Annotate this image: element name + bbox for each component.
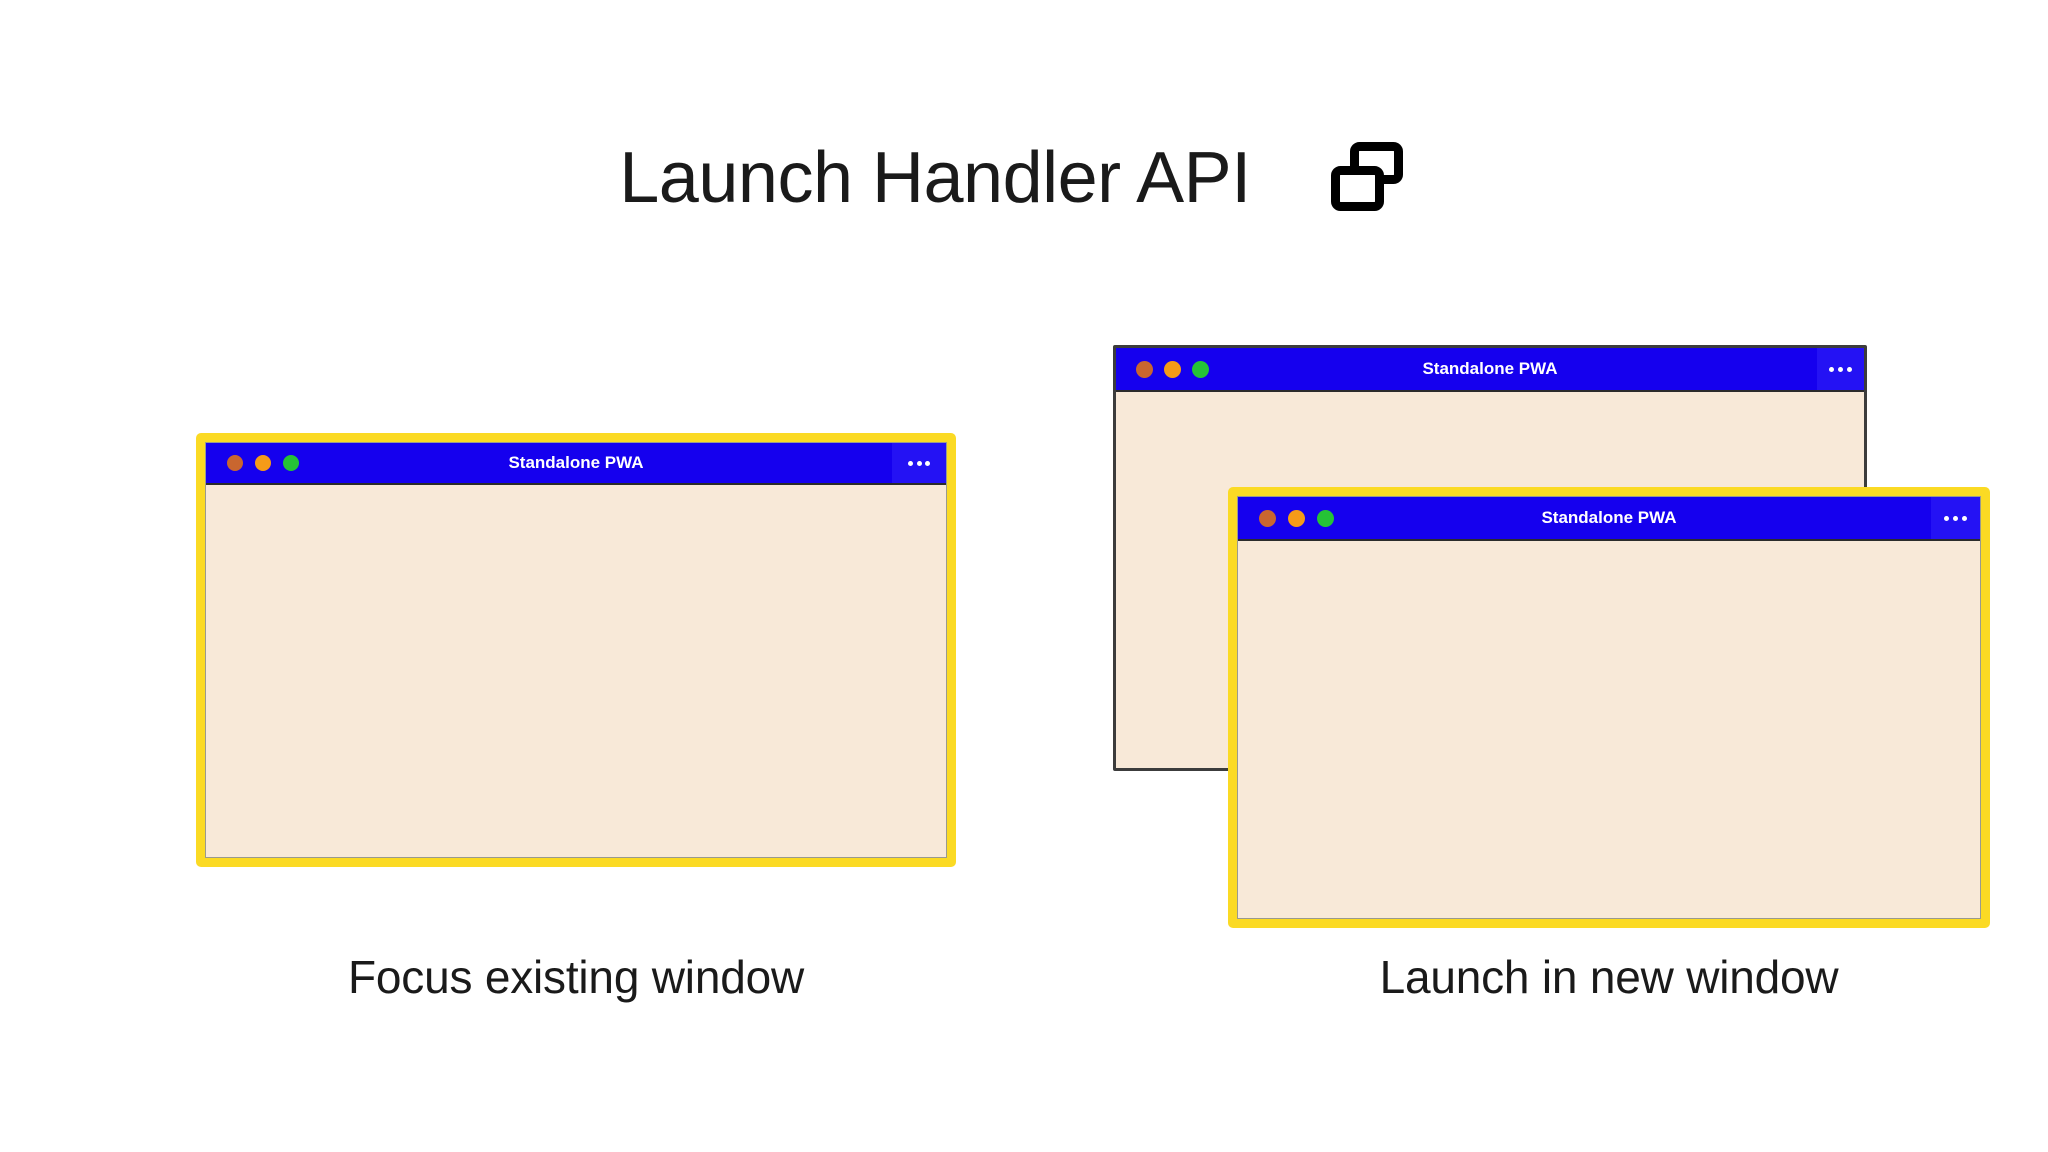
two-windows-icon-svg (1330, 142, 1403, 211)
pwa-window-new-foreground[interactable]: Standalone PWA (1228, 487, 1990, 928)
menu-dot-2 (1953, 515, 1958, 521)
window-content-area (1238, 541, 1980, 918)
close-window-button[interactable] (1136, 360, 1153, 378)
menu-dot-3 (925, 460, 931, 466)
two-windows-icon (1329, 140, 1405, 216)
menu-dot-3 (1846, 366, 1852, 372)
window-inner: Standalone PWA (1237, 496, 1981, 919)
overflow-menu-icon[interactable] (1817, 348, 1864, 390)
maximize-window-button[interactable] (1317, 509, 1334, 527)
menu-dot-1 (1829, 366, 1835, 372)
overflow-menu-icon[interactable] (1931, 497, 1980, 539)
caption-focus-existing-window: Focus existing window (347, 951, 804, 1003)
close-window-button[interactable] (227, 455, 243, 471)
traffic-lights (1136, 360, 1209, 378)
minimize-window-button[interactable] (1164, 360, 1181, 378)
menu-dot-3 (1961, 515, 1967, 521)
traffic-lights (1259, 509, 1334, 527)
page-header: Launch Handler API (0, 118, 2048, 238)
maximize-window-button[interactable] (283, 455, 299, 471)
window-titlebar[interactable]: Standalone PWA (206, 443, 946, 485)
caption-launch-in-new-window: Launch in new window (1379, 951, 1839, 1003)
close-window-button[interactable] (1259, 509, 1276, 527)
window-title: Standalone PWA (1541, 508, 1677, 527)
window-title: Standalone PWA (508, 453, 644, 472)
window-titlebar[interactable]: Standalone PWA (1238, 497, 1980, 541)
menu-dot-2 (916, 460, 922, 466)
pwa-window-focus-existing[interactable]: Standalone PWA (196, 433, 956, 867)
menu-dot-1 (907, 460, 913, 466)
maximize-window-button[interactable] (1192, 360, 1209, 378)
window-titlebar[interactable]: Standalone PWA (1116, 348, 1864, 392)
window-content-area (206, 485, 946, 857)
minimize-window-button[interactable] (1288, 509, 1305, 527)
traffic-lights (227, 455, 299, 471)
header-inner: Launch Handler API (619, 140, 1404, 216)
page-title: Launch Handler API (619, 138, 1251, 218)
overflow-menu-icon[interactable] (892, 443, 946, 483)
window-inner: Standalone PWA (205, 442, 947, 858)
window-title: Standalone PWA (1422, 359, 1558, 378)
menu-dot-2 (1838, 366, 1843, 372)
minimize-window-button[interactable] (255, 455, 271, 471)
menu-dot-1 (1944, 515, 1950, 521)
